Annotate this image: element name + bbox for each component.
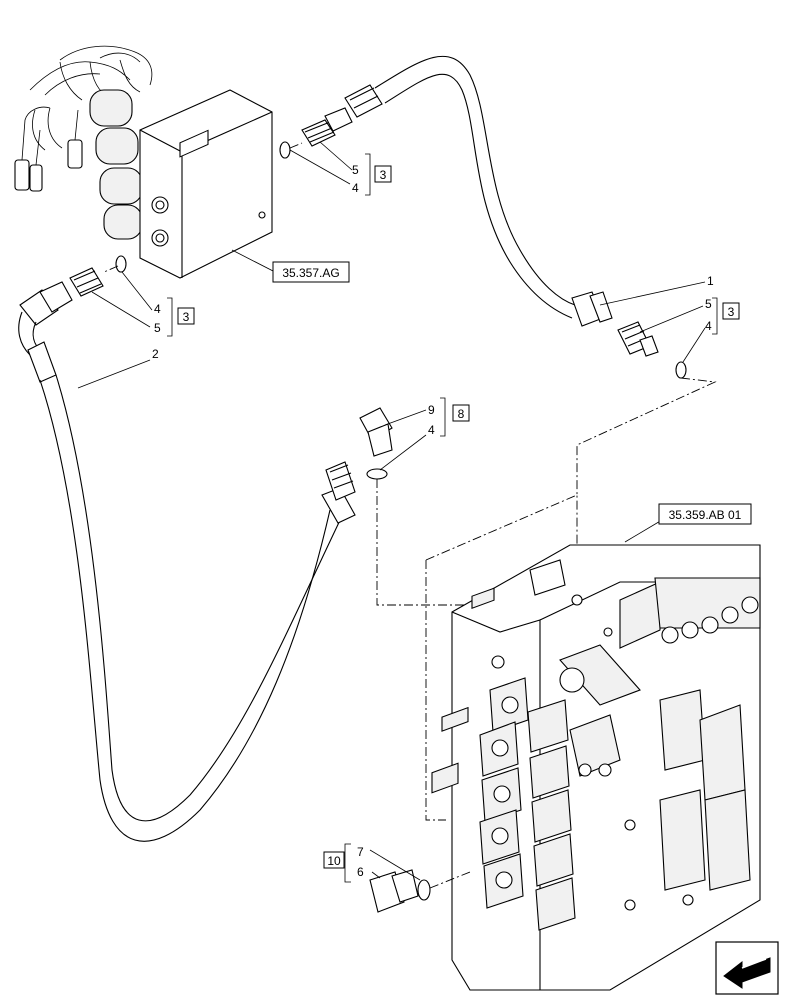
callout-elbow[interactable]: 9 4 8 [428,403,470,437]
callout-right[interactable]: 1 5 4 3 [705,274,740,333]
reference-label-35-357: 35.357.AG [282,266,339,280]
callout-4-right: 4 [705,319,712,333]
elbow-fitting [359,407,577,606]
callout-hose-2[interactable]: 2 [152,347,159,361]
callout-5-left: 5 [154,321,161,335]
reference-35-359[interactable]: 35.359.AB 01 [624,503,752,543]
callout-left[interactable]: 4 5 3 [154,302,195,335]
callout-9: 9 [428,403,435,417]
solenoid-valve-block [14,45,273,279]
hose-item-2 [18,281,356,842]
leader-lines [77,141,718,883]
callout-5-right: 5 [705,297,712,311]
callout-2: 2 [152,347,159,361]
valve-sections [431,677,576,931]
pilot-section [559,577,761,911]
kit-box-8: 8 [458,407,465,421]
kit-box-3-left: 3 [183,310,190,324]
callout-5-upper: 5 [352,163,359,177]
callout-4-elbow: 4 [428,423,435,437]
fitting-right [617,321,687,379]
kit-box-3-right: 3 [728,305,735,319]
reference-35-357[interactable]: 35.357.AG [231,249,350,283]
reference-label-35-359: 35.359.AB 01 [669,508,742,522]
callout-bottom[interactable]: 7 6 10 [323,845,364,879]
kit-box-3-upper: 3 [380,168,387,182]
fitting-left [69,255,127,297]
callout-4-left: 4 [154,302,161,316]
callout-top-upper[interactable]: 5 4 3 [352,163,392,195]
callout-4-upper: 4 [352,181,359,195]
callout-6: 6 [357,865,364,879]
callout-7: 7 [357,845,364,859]
arrow-left-icon[interactable] [715,941,779,995]
hose-item-1 [344,55,613,327]
plug-fitting [369,869,471,913]
control-valve-body [425,377,761,991]
callout-1: 1 [707,274,714,288]
kit-box-10: 10 [327,854,341,868]
